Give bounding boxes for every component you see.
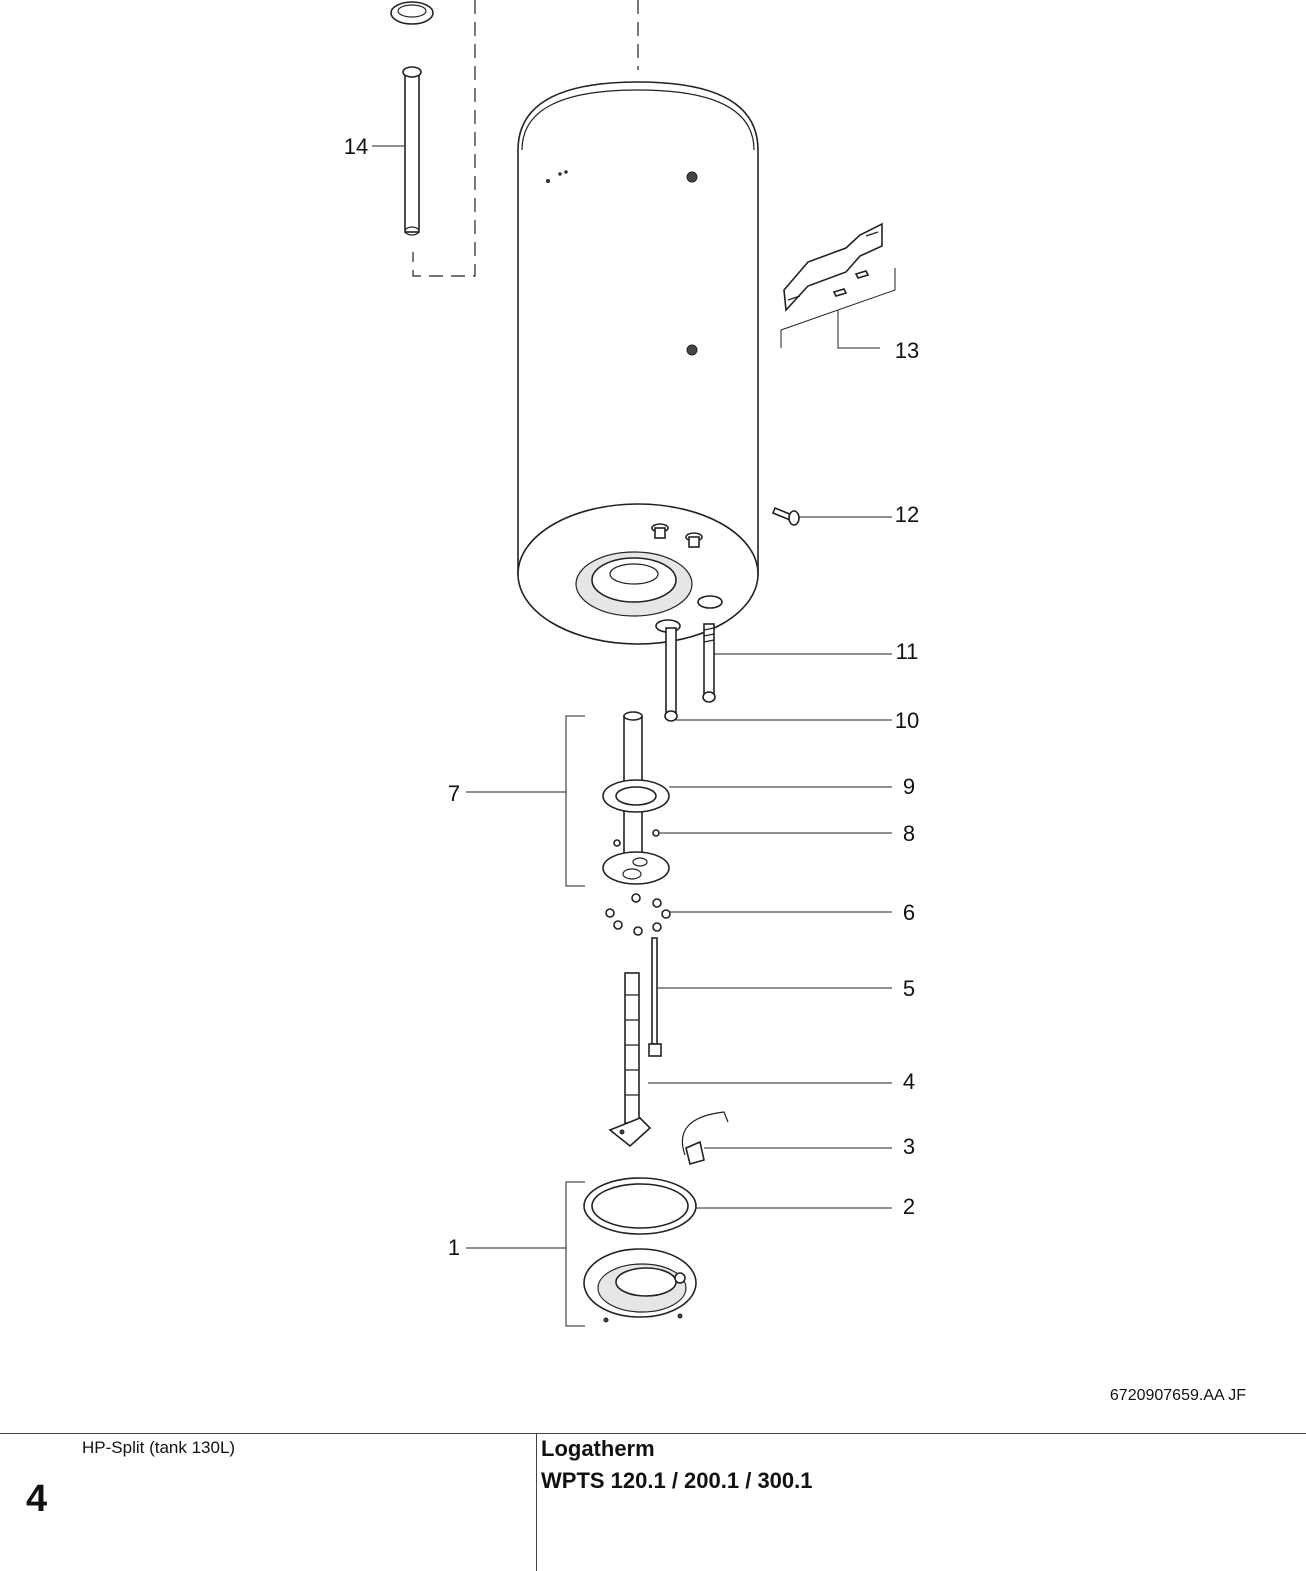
callout-8: 8 [903, 821, 915, 846]
callout-2: 2 [903, 1194, 915, 1219]
part-9-gasket [602, 779, 670, 813]
brand-name: Logatherm [541, 1436, 655, 1461]
part-14-rod [402, 66, 422, 236]
part-12-screw [771, 506, 800, 526]
tank-bottom [517, 503, 759, 645]
callout-7: 7 [448, 781, 460, 806]
callout-9: 9 [903, 774, 915, 799]
part-3-clip [681, 1111, 729, 1165]
callout-6: 6 [903, 900, 915, 925]
callout-3: 3 [903, 1134, 915, 1159]
part-5-sensor-rod [648, 937, 662, 1057]
model-name: WPTS 120.1 / 200.1 / 300.1 [541, 1468, 813, 1493]
callout-4: 4 [903, 1069, 915, 1094]
callout-13: 13 [895, 338, 919, 363]
part-2-ring [583, 1177, 697, 1235]
bracket-part-7 [565, 715, 585, 887]
part-10-tube [664, 627, 678, 722]
page-number: 4 [26, 1478, 48, 1520]
part-11-tube [702, 623, 716, 703]
callout-1: 1 [448, 1235, 460, 1260]
callout-5: 5 [903, 976, 915, 1001]
callout-10: 10 [895, 708, 919, 733]
page-label: HP-Split (tank 130L) [82, 1438, 236, 1457]
tank-cylinder [517, 81, 759, 576]
footer-divider [536, 1434, 537, 1571]
part-6-nuts [605, 893, 671, 936]
part-13-bracket [780, 222, 896, 349]
top-cap [390, 1, 434, 25]
callout-14: 14 [344, 134, 368, 159]
footer: HP-Split (tank 130L) 4 Logatherm WPTS 12… [0, 1433, 1306, 1571]
bracket-part-1 [565, 1181, 585, 1327]
leader-lines [372, 145, 892, 1249]
callout-11: 11 [896, 639, 919, 664]
part-4-heating-element [608, 972, 652, 1148]
part-1-cover [583, 1248, 697, 1323]
drawing-code: 6720907659.AA JF [1109, 1387, 1246, 1404]
part-7-flange-assembly [602, 711, 670, 885]
guide-line-left [412, 0, 476, 277]
callout-12: 12 [895, 502, 919, 527]
flange-plate [602, 851, 670, 885]
exploded-parts-diagram: 1 2 3 4 5 6 7 8 9 10 11 12 13 14 [344, 0, 919, 1327]
